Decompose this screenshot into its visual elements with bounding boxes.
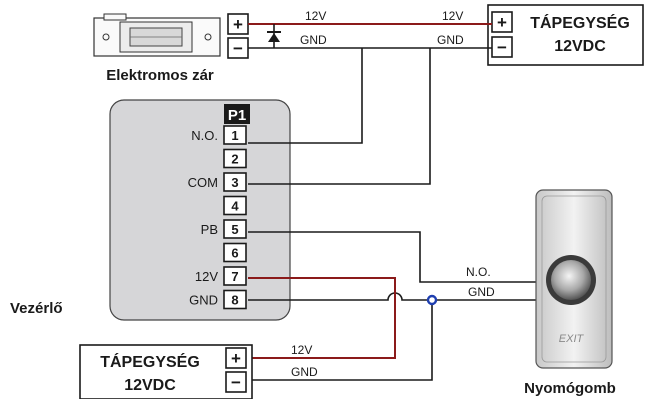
button-wire-no-label: N.O. bbox=[466, 265, 491, 279]
button-cap-icon bbox=[551, 260, 591, 300]
psu-top-title: TÁPEGYSÉG bbox=[530, 13, 630, 32]
psu-top-terminal-plus bbox=[491, 11, 513, 33]
psu-bottom-voltage: 12VDC bbox=[124, 377, 176, 394]
wire-12v-to-psu-bottom bbox=[248, 277, 396, 359]
lock-screw-right bbox=[204, 33, 212, 41]
psu-top-terminal-minus bbox=[491, 36, 513, 58]
terminal-pin-6 bbox=[223, 242, 247, 263]
terminal-pin-number: 7 bbox=[231, 269, 238, 284]
terminal-pin-8 bbox=[223, 289, 247, 310]
button-caption: Nyomógomb bbox=[524, 380, 616, 397]
psu-bottom-terminal-plus bbox=[225, 347, 247, 369]
psu-bottom-minus-sign: − bbox=[231, 373, 241, 392]
electric-lock bbox=[93, 13, 221, 57]
controller-terminal-block: 1 N.O. 2 3 COM 4 5 PB 6 7 12V 8 GND bbox=[188, 125, 247, 310]
psu-bottom-wire-12v-label: 12V bbox=[291, 343, 312, 357]
psu-bottom-wire-gnd-label: GND bbox=[291, 365, 318, 379]
terminal-pin-number: 6 bbox=[231, 246, 238, 261]
terminal-pin-1 bbox=[223, 125, 247, 145]
terminal-pin-number: 5 bbox=[231, 222, 238, 237]
terminal-pin-3 bbox=[223, 172, 247, 192]
psu-bottom-box bbox=[79, 344, 253, 399]
wire-no-to-lock bbox=[248, 48, 363, 144]
psu-bottom-terminal-minus bbox=[225, 371, 247, 393]
terminal-pin-number: 2 bbox=[231, 152, 238, 167]
controller-header-badge bbox=[224, 104, 250, 124]
terminal-pin-label: PB bbox=[201, 222, 218, 237]
controller-caption: Vezérlő bbox=[10, 300, 63, 317]
terminal-pin-2 bbox=[223, 148, 247, 169]
terminal-pin-label: N.O. bbox=[191, 128, 218, 143]
wire-pb-to-button bbox=[248, 231, 536, 283]
button-wire-gnd-label: GND bbox=[468, 285, 495, 299]
button-face-text: EXIT bbox=[559, 333, 585, 345]
lock-caption: Elektromos zár bbox=[106, 67, 214, 84]
diode-icon bbox=[267, 24, 281, 48]
psu-bottom-plus-sign: + bbox=[231, 349, 241, 368]
terminal-pin-label: GND bbox=[189, 293, 218, 308]
terminal-pin-number: 8 bbox=[231, 293, 238, 308]
psu-top-plus-sign: + bbox=[497, 13, 507, 32]
psu-top-wire-gnd-label: GND bbox=[437, 33, 464, 47]
psu-bottom-title: TÁPEGYSÉG bbox=[100, 352, 200, 371]
controller-header: P1 bbox=[228, 107, 246, 124]
psu-top-voltage: 12VDC bbox=[554, 38, 606, 55]
terminal-pin-number: 1 bbox=[231, 128, 238, 143]
junction-dot bbox=[426, 294, 438, 306]
lock-screw-left bbox=[102, 33, 110, 41]
terminal-pin-number: 3 bbox=[231, 175, 238, 190]
psu-top-box bbox=[487, 4, 644, 66]
psu-top-wire-12v-label: 12V bbox=[442, 9, 463, 23]
lock-wire-gnd-label: GND bbox=[300, 33, 327, 47]
terminal-pin-4 bbox=[223, 195, 247, 216]
terminal-pin-label: COM bbox=[188, 175, 218, 190]
lock-minus-sign: − bbox=[233, 39, 243, 58]
lock-wire-12v-label: 12V bbox=[305, 9, 326, 23]
psu-top-minus-sign: − bbox=[497, 38, 507, 57]
terminal-pin-7 bbox=[223, 266, 247, 286]
terminal-pin-label: 12V bbox=[195, 269, 218, 284]
wire-gnd-to-psu-bottom bbox=[248, 300, 433, 381]
wire-com-to-psu bbox=[248, 48, 431, 185]
lock-plus-sign: + bbox=[233, 15, 243, 34]
terminal-pin-number: 4 bbox=[231, 199, 239, 214]
terminal-pin-5 bbox=[223, 219, 247, 239]
exit-button: EXIT bbox=[535, 189, 613, 369]
